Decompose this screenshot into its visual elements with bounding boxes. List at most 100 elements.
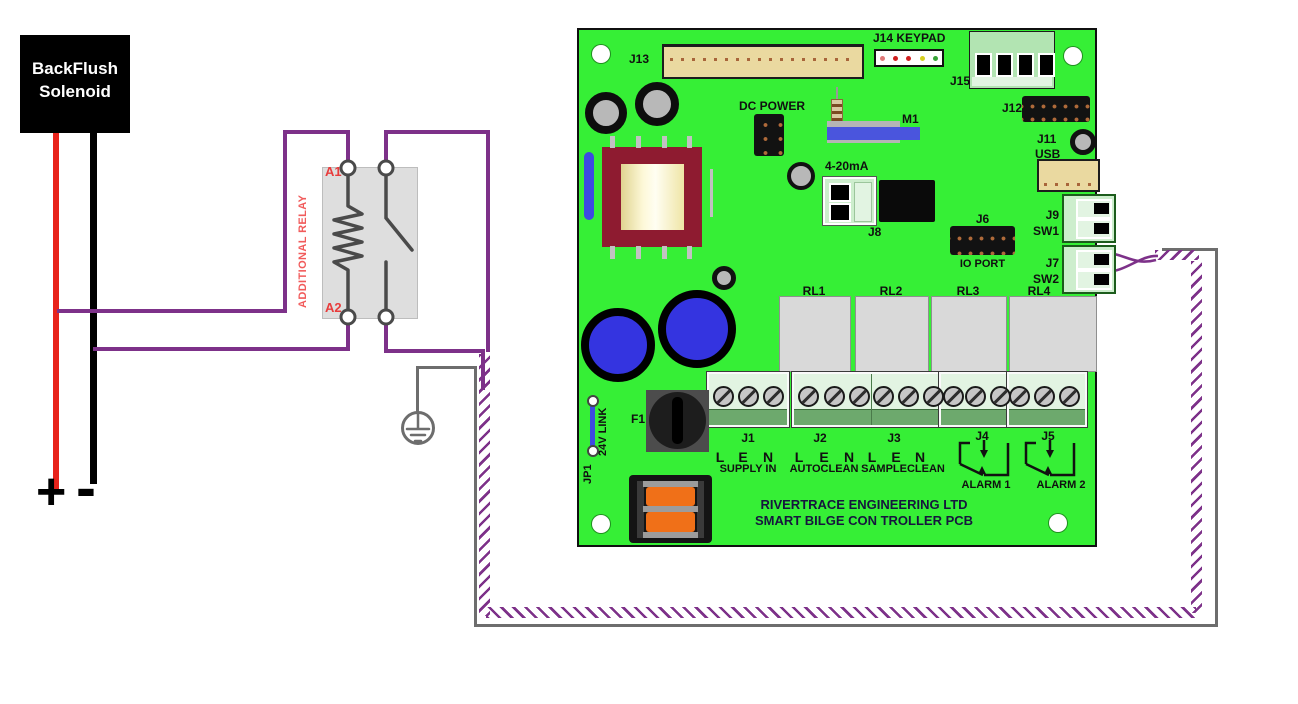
j3-pin-l: L xyxy=(867,449,877,465)
terminal-screw xyxy=(798,386,819,407)
capacitor-blue-2 xyxy=(658,290,736,368)
j9-sw1-connector xyxy=(1062,194,1116,243)
small-trace xyxy=(710,169,713,217)
supply-in-label: SUPPLY IN xyxy=(719,463,777,475)
terminal-screw xyxy=(713,386,734,407)
rl3-label: RL3 xyxy=(956,284,980,298)
rl4-label: RL4 xyxy=(1027,284,1051,298)
relay-terminal-no-bottom xyxy=(377,308,395,326)
relay-rl3 xyxy=(931,296,1007,372)
keypad-led-2 xyxy=(893,55,899,61)
wire-a1-horizontal-low xyxy=(57,309,287,313)
black-wire xyxy=(90,133,97,484)
mounting-hole-bottom-right xyxy=(1049,514,1067,532)
terminal-screw xyxy=(849,386,870,407)
m1-resistor xyxy=(831,99,843,126)
terminal-screw xyxy=(1009,386,1030,407)
alarm2-label: ALARM 2 xyxy=(1036,479,1086,491)
m1-resistor-lead xyxy=(836,87,838,100)
relay-name-label: ADDITIONAL RELAY xyxy=(297,194,309,308)
terminal-screw xyxy=(738,386,759,407)
4-20ma-label: 4-20mA xyxy=(825,159,869,173)
solenoid-label-line1: BackFlush xyxy=(32,59,118,78)
j1-pin-l: L xyxy=(715,449,725,465)
j1-pin-e: E xyxy=(738,449,748,465)
keypad-led-1 xyxy=(880,55,886,61)
sw2-label: SW2 xyxy=(1032,272,1059,286)
terminal-screw xyxy=(990,386,1011,407)
pcb-footer-line2: SMART BILGE CON TROLLER PCB xyxy=(754,513,974,528)
relay-a1-label: A1 xyxy=(325,164,342,179)
j4-label: J4 xyxy=(975,429,989,443)
j14-keypad-connector xyxy=(874,49,944,67)
test-point xyxy=(787,162,815,190)
relay-terminal-a1 xyxy=(339,159,357,177)
sampleclean-label: SAMPLECLEAN xyxy=(861,463,945,475)
smart-bilge-controller-pcb: J13 J14 KEYPAD J15 J12 J11 USB xyxy=(577,28,1116,547)
relay-rl1 xyxy=(779,296,851,372)
m1-component xyxy=(827,127,920,140)
j3-pin-e: E xyxy=(891,449,901,465)
j13-label: J13 xyxy=(629,52,650,66)
earth-ground-icon xyxy=(401,411,435,445)
j15-label: J15 xyxy=(950,74,971,88)
keypad-led-5 xyxy=(932,55,938,61)
relay-terminal-a2 xyxy=(339,308,357,326)
j11-button xyxy=(1070,129,1096,155)
io-port-label: IO PORT xyxy=(959,258,1006,270)
j2-pin-n: N xyxy=(843,449,855,465)
j1-label: J1 xyxy=(741,431,755,445)
minus-terminal-label: - xyxy=(76,454,96,521)
mounting-hole-top-left xyxy=(592,45,610,63)
terminal-screw xyxy=(1034,386,1055,407)
j2-pin-e: E xyxy=(819,449,829,465)
j2-label: J2 xyxy=(813,431,827,445)
wire-a1-vertical xyxy=(283,130,287,313)
screened-cable-bottom-run xyxy=(486,607,1196,618)
j8-component xyxy=(879,180,935,222)
shield-wire-left-vertical xyxy=(474,366,477,627)
dc-power-label: DC POWER xyxy=(739,99,805,113)
relay-coil-symbol xyxy=(332,173,364,312)
shield-wire-top-left xyxy=(416,366,477,369)
shield-wire-right-vertical xyxy=(1215,248,1218,627)
transformer-pin xyxy=(687,246,692,259)
terminal-screw xyxy=(898,386,919,407)
alarm1-label: ALARM 1 xyxy=(961,479,1011,491)
terminal-screw xyxy=(763,386,784,407)
relay-terminal-no-top xyxy=(377,159,395,177)
j8-label: J8 xyxy=(868,225,882,239)
j8-terminal-block xyxy=(825,179,874,223)
transformer-pin xyxy=(610,246,615,259)
j2-pin-l: L xyxy=(794,449,804,465)
m1-label: M1 xyxy=(902,112,919,126)
relay-rl2 xyxy=(855,296,929,372)
relay-body xyxy=(322,167,418,319)
j9-label: J9 xyxy=(1045,208,1059,222)
screened-cable-right-run xyxy=(1191,261,1202,613)
jp1-link xyxy=(590,400,595,450)
rl1-label: RL1 xyxy=(802,284,826,298)
red-wire xyxy=(53,133,59,489)
keypad-led-3 xyxy=(906,55,912,61)
transformer-pin xyxy=(636,136,641,148)
j13-connector xyxy=(662,44,864,79)
wire-switch-top-vertical xyxy=(486,130,490,352)
transformer-pin xyxy=(662,246,667,259)
pcb-footer-line1: RIVERTRACE ENGINEERING LTD xyxy=(760,497,968,512)
transformer-pin xyxy=(636,246,641,259)
j1-pin-n: N xyxy=(762,449,774,465)
j14-keypad-label: J14 KEYPAD xyxy=(873,31,946,45)
capacitor-blue-1 xyxy=(581,308,655,382)
transformer-red xyxy=(602,147,702,247)
j3-pin-n: N xyxy=(914,449,926,465)
jp1-pad-top xyxy=(587,395,599,407)
j7-sw2-connector xyxy=(1062,245,1116,294)
transformer-pin xyxy=(610,136,615,148)
transformer-pin xyxy=(687,136,692,148)
capacitor-small-gray xyxy=(712,266,736,290)
24v-link-label: 24V LINK xyxy=(597,407,609,456)
j11-label: J11 xyxy=(1037,132,1057,146)
screened-cable-left-run xyxy=(479,354,490,616)
